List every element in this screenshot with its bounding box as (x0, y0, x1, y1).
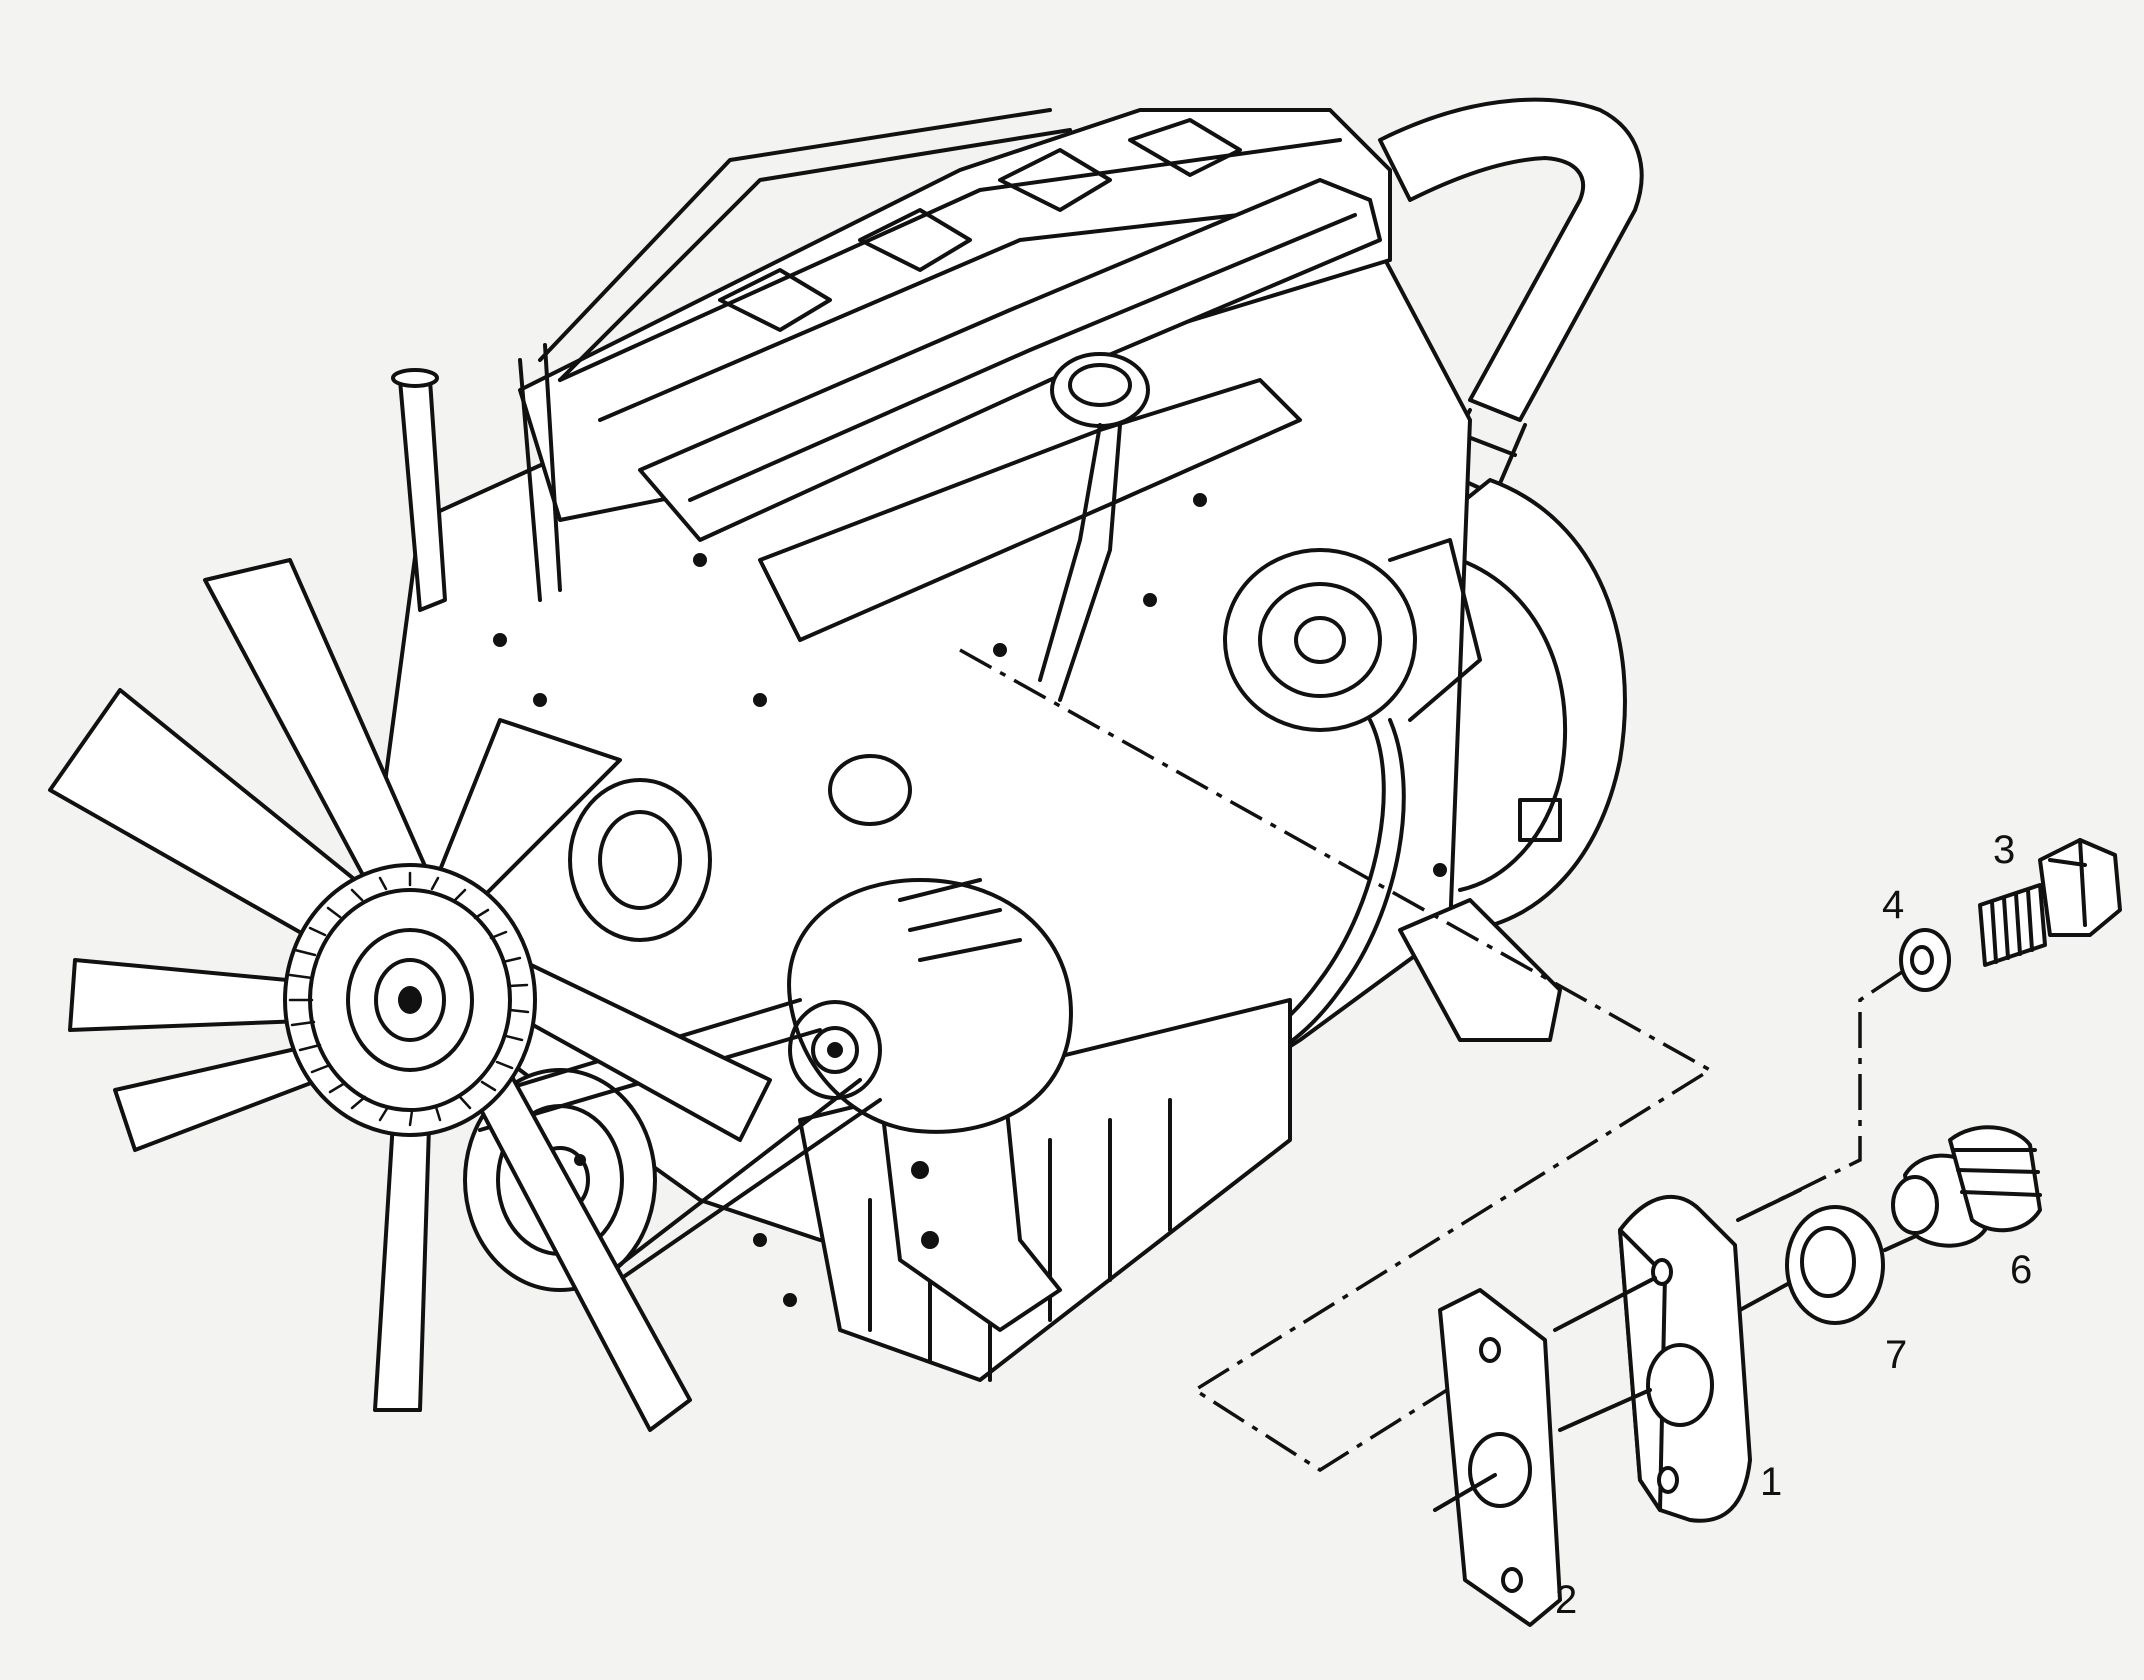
part-2-gasket (1433, 1288, 1562, 1627)
assembly-centerline (959, 648, 1714, 1473)
part-3-bolt (1978, 838, 2122, 967)
accessory-pulley (1223, 548, 1417, 732)
part-6-plug (1891, 1125, 2042, 1248)
part-4-washer (1899, 928, 1951, 992)
oil-filler-tube (398, 378, 447, 612)
part-7-seal-ring (1785, 1205, 1942, 1325)
engine-assembly (48, 97, 1644, 1432)
callout-4: 4 (1882, 883, 1905, 927)
callout-7: 7 (1885, 1333, 1908, 1377)
flywheel-housing (1418, 478, 1627, 932)
callout-3: 3 (1993, 828, 2016, 872)
cylinder-head (518, 108, 1392, 522)
callout-6: 6 (2010, 1248, 2033, 1292)
intake-pipe (1378, 97, 1644, 422)
callout-2: 2 (1555, 1578, 1578, 1622)
cooling-fan (48, 558, 772, 1432)
water-pump (568, 778, 712, 942)
part-1-flange (1553, 1188, 1802, 1523)
callout-1: 1 (1760, 1460, 1783, 1504)
oil-filter (828, 754, 912, 826)
